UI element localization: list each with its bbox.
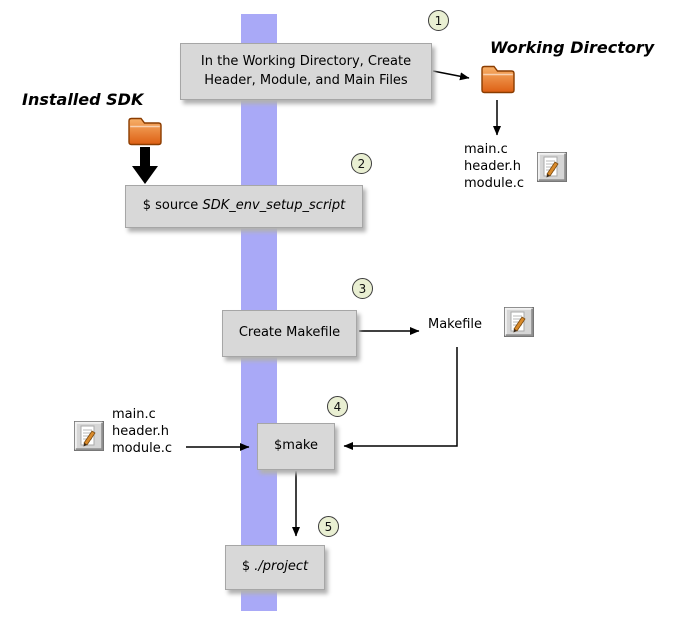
step-2-label: $ source SDK_env_setup_script xyxy=(143,197,346,216)
step-1-box: In the Working Directory, Create Header,… xyxy=(180,43,432,100)
step-5-label-prefix: $ xyxy=(241,559,255,575)
step-1-label-line2: Header, Module, and Main Files xyxy=(204,72,408,88)
input-file-module-c: module.c xyxy=(112,441,172,456)
step-4-badge: 4 xyxy=(327,396,348,417)
step-3-box: Create Makefile xyxy=(222,310,357,357)
arrow-makefile-to-make xyxy=(343,347,458,450)
input-files-editor-icon xyxy=(74,421,104,451)
input-file-main-c: main.c xyxy=(112,407,156,422)
file-module-c: module.c xyxy=(464,176,524,191)
step-2-label-script: SDK_env_setup_script xyxy=(202,198,346,214)
step-4-label: $make xyxy=(274,438,318,454)
step-5-label-command: ./project xyxy=(254,559,309,575)
step-2-badge: 2 xyxy=(351,153,372,174)
step-4-box: $make xyxy=(257,423,335,470)
installed-sdk-heading: Installed SDK xyxy=(22,90,144,109)
installed-sdk-folder-icon xyxy=(127,114,163,147)
step-5-badge: 5 xyxy=(318,516,339,537)
arrow-step1-to-working-directory xyxy=(432,70,470,81)
step-1-badge: 1 xyxy=(428,10,449,31)
step-3-badge: 3 xyxy=(352,278,373,299)
file-main-c: main.c xyxy=(464,142,508,157)
working-directory-heading: Working Directory xyxy=(490,38,655,57)
input-file-header-h: header.h xyxy=(112,424,169,439)
makefile-editor-icon xyxy=(504,307,534,337)
text-editor-icon xyxy=(537,152,567,182)
makefile-label: Makefile xyxy=(428,317,483,332)
step-2-label-prefix: $ source xyxy=(142,198,203,214)
file-header-h: header.h xyxy=(464,159,521,174)
step-5-label: $ ./project xyxy=(242,558,308,577)
step-1-label-line1: In the Working Directory, Create xyxy=(200,53,412,69)
step-5-box: $ ./project xyxy=(225,545,325,590)
step-3-label: Create Makefile xyxy=(238,325,341,341)
working-directory-folder-icon xyxy=(480,62,516,95)
working-directory-file-list: main.c header.h module.c xyxy=(464,141,524,192)
step-2-box: $ source SDK_env_setup_script xyxy=(125,185,363,228)
arrow-sdk-to-source xyxy=(132,147,158,184)
input-file-list: main.c header.h module.c xyxy=(112,406,172,457)
